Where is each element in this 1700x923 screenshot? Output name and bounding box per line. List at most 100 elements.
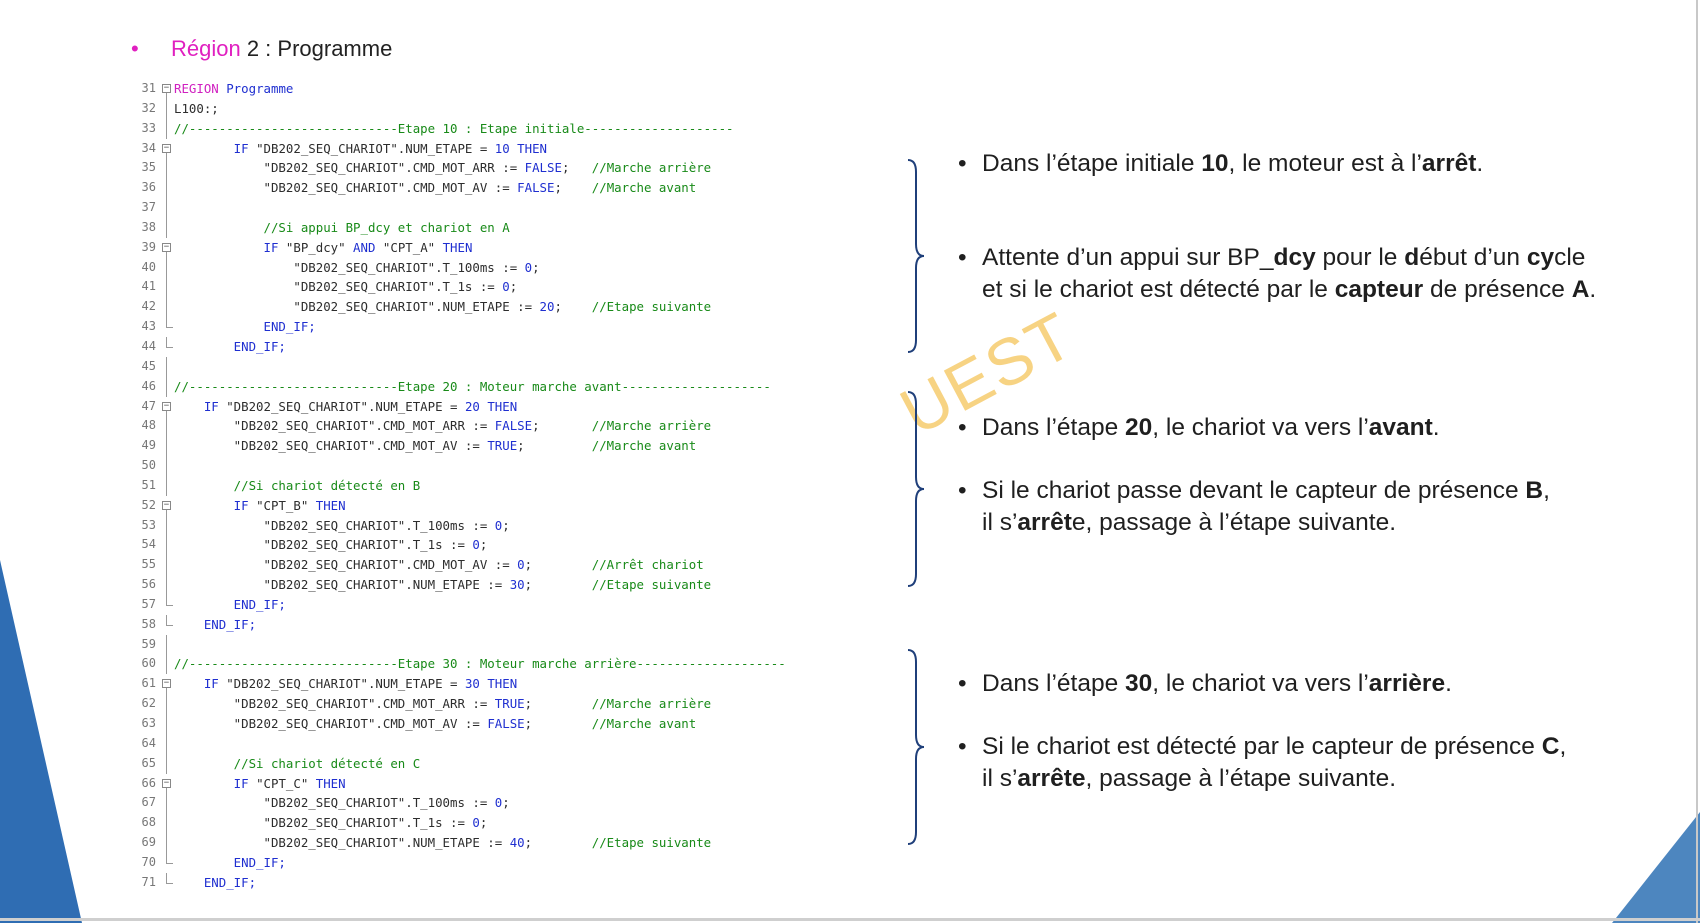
- code-text: IF "DB202_SEQ_CHARIOT".NUM_ETAPE = 10 TH…: [174, 139, 547, 159]
- code-token: "DB202_SEQ_CHARIOT".NUM_ETAPE =: [226, 676, 465, 692]
- explanation-text: Dans l’étape: [982, 414, 1126, 441]
- code-text: "DB202_SEQ_CHARIOT".CMD_MOT_ARR := FALSE…: [174, 158, 712, 178]
- fold-guide: [166, 813, 167, 834]
- explanation-item: •Si le chariot passe devant le capteur d…: [958, 475, 1550, 539]
- fold-guide: [166, 694, 167, 714]
- line-number: 50: [141, 458, 156, 473]
- code-token: "DB202_SEQ_CHARIOT".CMD_MOT_AV :=: [174, 716, 488, 731]
- fold-guide: [166, 277, 167, 298]
- fold-end-guide: [166, 317, 173, 329]
- fold-toggle-icon[interactable]: −: [162, 241, 171, 252]
- explanation-text: il s’: [982, 509, 1018, 536]
- code-token: //----------------------------Etape 20 :…: [174, 378, 771, 394]
- bullet-dot: •: [958, 414, 967, 441]
- fold-toggle-icon[interactable]: −: [162, 499, 171, 510]
- code-token: //Etape suivante: [591, 835, 712, 851]
- bold-text: d: [1404, 244, 1420, 271]
- code-text: "DB202_SEQ_CHARIOT".T_100ms := 0;: [174, 258, 540, 278]
- fold-toggle-icon[interactable]: −: [162, 777, 171, 788]
- fold-end-guide: [166, 614, 173, 626]
- code-token: //Si appui BP_dcy et chariot en A: [174, 219, 510, 235]
- code-token: THEN: [479, 398, 518, 414]
- bullet-dot: •: [958, 670, 967, 697]
- fold-toggle-icon[interactable]: −: [162, 83, 171, 93]
- fold-toggle-icon[interactable]: −: [162, 678, 171, 689]
- code-token: //Marche avant: [591, 716, 697, 731]
- fold-guide: [166, 217, 167, 238]
- code-token: TRUE: [487, 438, 518, 454]
- fold-toggle-icon[interactable]: −: [162, 400, 171, 411]
- line-number: 63: [141, 716, 156, 730]
- code-token: "DB202_SEQ_CHARIOT".T_1s :=: [174, 279, 503, 295]
- code-token: ;: [524, 557, 592, 573]
- fold-guide: [166, 753, 167, 774]
- explanation-text: .: [1476, 150, 1484, 177]
- fold-end-guide: [166, 336, 173, 348]
- explanation-item: •Dans l’étape 20, le chariot va vers l’a…: [958, 412, 1440, 444]
- code-token: FALSE: [487, 716, 525, 731]
- code-token: FALSE: [494, 418, 533, 434]
- explanation-text: .: [1432, 414, 1440, 441]
- code-token: ;: [554, 299, 592, 315]
- line-number: 69: [141, 835, 156, 850]
- line-number: 55: [141, 557, 156, 572]
- fold-guide: [166, 783, 167, 794]
- right-corner-triangle: [1612, 812, 1700, 923]
- fold-guide: [166, 356, 167, 377]
- line-number: 61: [141, 676, 156, 691]
- line-number: 34: [141, 140, 156, 155]
- code-token: IF: [174, 775, 257, 791]
- code-token: ;: [561, 160, 592, 176]
- code-token: ;: [509, 279, 518, 295]
- explanation-text: pour le: [1315, 244, 1405, 271]
- line-number: 36: [141, 180, 156, 195]
- code-token: 30: [464, 676, 480, 692]
- line-number: 45: [141, 358, 156, 373]
- line-number: 51: [141, 477, 156, 492]
- line-number: 38: [141, 219, 156, 234]
- code-token: ;: [517, 438, 592, 454]
- code-token: THEN: [315, 497, 346, 513]
- fold-guide: [166, 98, 167, 119]
- code-token: "CPT_C": [256, 775, 316, 791]
- line-number: 46: [141, 378, 156, 393]
- code-token: ;: [479, 537, 488, 553]
- code-token: 0: [472, 815, 480, 831]
- code-token: ;: [502, 517, 510, 533]
- code-token: "DB202_SEQ_CHARIOT".T_100ms :=: [174, 517, 495, 533]
- code-token: ;: [532, 259, 540, 275]
- code-token: THEN: [315, 775, 346, 791]
- code-text: "DB202_SEQ_CHARIOT".T_1s := 0;: [174, 535, 488, 555]
- code-text: END_IF;: [174, 853, 286, 873]
- code-token: //Marche arrière: [591, 418, 712, 434]
- code-token: IF: [174, 398, 227, 414]
- bold-text: arrêt: [1421, 150, 1477, 177]
- code-token: ;: [532, 418, 592, 434]
- code-token: FALSE: [524, 160, 562, 176]
- fold-guide: [166, 505, 167, 516]
- fold-guide: [166, 833, 167, 853]
- code-token: //Si chariot détecté en C: [174, 755, 421, 771]
- code-text: IF "DB202_SEQ_CHARIOT".NUM_ETAPE = 20 TH…: [174, 397, 517, 417]
- bullet-dot: •: [958, 244, 967, 271]
- fold-end-guide: [166, 594, 173, 606]
- code-token: ;: [524, 835, 592, 851]
- explanation-text: Si le chariot est détecté par le capteur…: [982, 733, 1542, 760]
- slide-border-bottom: [0, 918, 1700, 921]
- brace-etape-20: [907, 391, 925, 587]
- code-token: ;: [524, 696, 592, 712]
- line-number: 35: [141, 160, 156, 175]
- fold-guide: [166, 654, 167, 675]
- code-text: IF "CPT_B" THEN: [174, 496, 346, 516]
- bold-text: dcy: [1273, 244, 1316, 271]
- code-token: "DB202_SEQ_CHARIOT".CMD_MOT_ARR :=: [174, 160, 525, 176]
- bold-text: A: [1571, 276, 1590, 303]
- code-token: //Marche avant: [591, 180, 697, 196]
- explanation-item: •Si le chariot est détecté par le capteu…: [958, 731, 1566, 795]
- line-number: 58: [141, 616, 156, 631]
- slide-border-right: [1696, 0, 1698, 923]
- code-text: //----------------------------Etape 20 :…: [174, 377, 771, 397]
- bold-text: C: [1541, 733, 1560, 760]
- fold-toggle-icon[interactable]: −: [162, 142, 171, 153]
